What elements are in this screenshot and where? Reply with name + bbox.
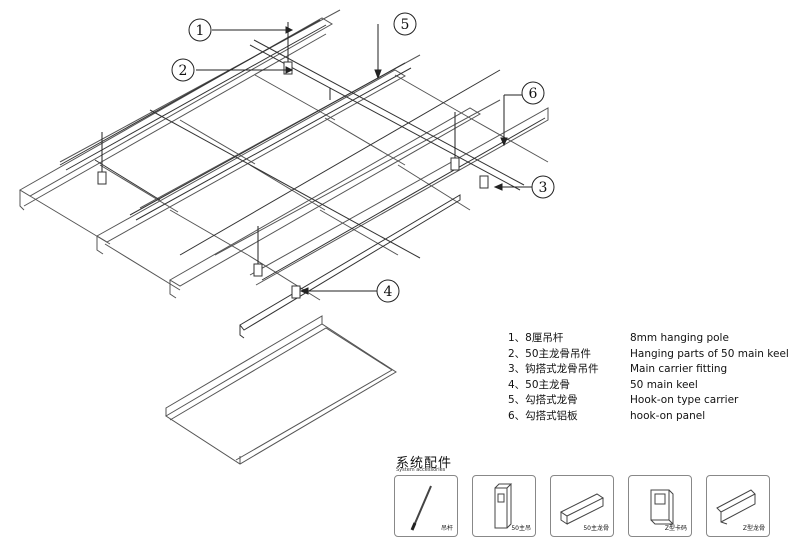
legend-en: Hook-on type carrier	[630, 394, 739, 407]
accessories-title: 系统配件	[396, 456, 453, 471]
callout-6-num: 6	[529, 86, 538, 102]
legend-cn: 5、勾搭式龙骨	[508, 394, 578, 407]
accessory-z-keel: Z型龙骨	[706, 475, 770, 537]
callout-1	[188, 18, 212, 42]
legend-en: hook-on panel	[630, 409, 706, 422]
callout-1-num: 1	[196, 23, 205, 39]
legend-row: 2、50主龙骨吊件 Hanging parts of 50 main keel	[508, 347, 789, 363]
legend-row: 1、8厘吊杆 8mm hanging pole	[508, 331, 789, 347]
callout-3-num: 3	[539, 180, 548, 196]
legend-en: 50 main keel	[630, 378, 698, 391]
callout-4-num: 4	[384, 284, 393, 300]
accessory-label: 50主龙骨	[583, 525, 609, 532]
legend-row: 3、钩搭式龙骨吊件 Main carrier fitting	[508, 362, 789, 378]
accessory-main-hanger: 50主吊	[472, 475, 536, 537]
legend-en: Main carrier fitting	[630, 363, 728, 376]
legend-row: 6、勾搭式铝板 hook-on panel	[508, 409, 789, 425]
z-keel-icon	[716, 489, 756, 525]
legend-cn: 4、50主龙骨	[508, 378, 571, 391]
accessory-main-keel: 50主龙骨	[550, 475, 614, 537]
accessory-label: 吊杆	[440, 525, 453, 532]
accessory-label: 50主吊	[511, 525, 531, 532]
accessory-label: Z型龙骨	[742, 525, 765, 532]
accessory-z-clip: Z型卡码	[628, 475, 692, 537]
z-clip-icon	[650, 489, 675, 525]
callout-5	[393, 12, 417, 36]
accessories-subtitle: System accessories	[396, 467, 446, 473]
main-keel-icon	[560, 493, 604, 525]
legend-cn: 6、勾搭式铝板	[508, 409, 578, 422]
main-hanger-icon	[494, 483, 513, 529]
parts-legend: 1、8厘吊杆 8mm hanging pole 2、50主龙骨吊件 Hanging …	[508, 331, 789, 425]
legend-row: 4、50主龙骨 50 main keel	[508, 378, 789, 394]
legend-cn: 2、50主龙骨吊件	[508, 347, 592, 360]
callout-4	[376, 279, 400, 303]
legend-en: Hanging parts of 50 main keel	[630, 347, 789, 360]
legend-cn: 3、钩搭式龙骨吊件	[508, 363, 599, 376]
callout-2-num: 2	[179, 63, 188, 79]
callout-2	[171, 58, 195, 82]
accessory-label: Z型卡码	[664, 525, 687, 532]
detached-panel	[165, 315, 397, 465]
main-keels	[59, 19, 546, 339]
hanging-rod-icon	[410, 485, 432, 531]
callout-3	[531, 175, 555, 199]
callout-6	[521, 81, 545, 105]
legend-en: 8mm hanging pole	[630, 332, 729, 344]
cross-carriers	[94, 39, 525, 259]
legend-row: 5、勾搭式龙骨 Hook-on type carrier	[508, 393, 789, 409]
legend-cn: 1、8厘吊杆	[508, 332, 564, 344]
callout-5-num: 5	[401, 17, 410, 33]
accessory-hanging-rod: 吊杆	[394, 475, 458, 537]
